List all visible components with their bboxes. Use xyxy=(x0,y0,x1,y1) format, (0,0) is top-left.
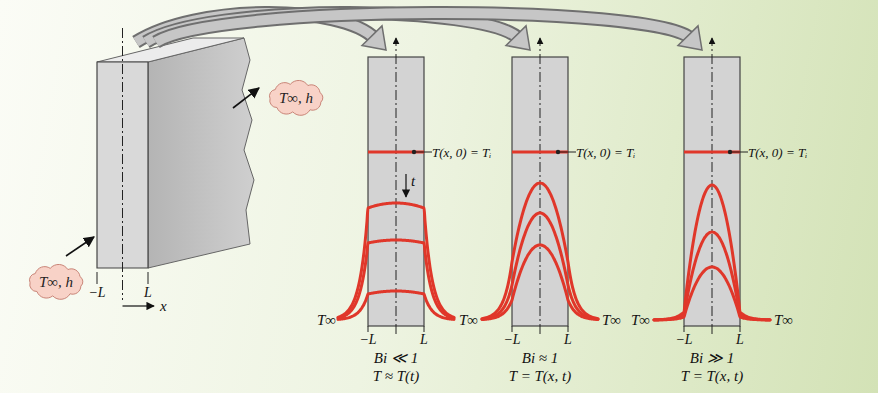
tick xyxy=(148,272,149,284)
profile-panel xyxy=(482,38,598,334)
tick xyxy=(424,326,425,332)
temperature-profile xyxy=(654,267,770,320)
x-axis-arrow xyxy=(123,305,155,306)
leader-dot xyxy=(556,150,560,154)
convection-arrow xyxy=(233,88,259,108)
tick xyxy=(512,326,513,332)
big-arrows xyxy=(136,13,702,50)
tick xyxy=(568,326,569,332)
profile-panels xyxy=(338,38,770,334)
label: T = T(x, t) xyxy=(681,369,743,384)
flow-arrow-head xyxy=(506,26,530,50)
label: −L xyxy=(503,333,520,347)
tick xyxy=(740,326,741,332)
initial-temperature-line xyxy=(684,151,740,154)
label: T(x, 0) = Tᵢ xyxy=(432,146,491,159)
label: L xyxy=(420,333,428,347)
label: L xyxy=(564,333,572,347)
leader-dot xyxy=(412,150,416,154)
temperature-profile xyxy=(482,183,598,319)
flow-arrow xyxy=(156,13,691,42)
label: L xyxy=(144,286,152,300)
label: T(x, 0) = Tᵢ xyxy=(576,146,635,159)
label: t xyxy=(411,174,415,189)
convection-arrow xyxy=(66,237,94,256)
time-arrow xyxy=(405,174,406,197)
leader-line xyxy=(730,152,748,153)
profile-panel xyxy=(654,38,770,334)
leader-line xyxy=(558,152,576,153)
label: Bi ≪ 1 xyxy=(374,351,418,366)
flow-arrow-outline xyxy=(156,13,691,42)
ambient-cloud: T∞, h xyxy=(263,77,329,119)
label: x xyxy=(160,299,167,314)
label: T∞ xyxy=(774,313,793,328)
temperature-profile xyxy=(482,213,598,319)
temperature-profile xyxy=(482,245,598,320)
label: −L xyxy=(359,333,376,347)
label: T∞ xyxy=(602,313,621,328)
leader-line xyxy=(414,152,432,153)
ambient-cloud: T∞, h xyxy=(23,261,89,303)
cloud-label: T∞, h xyxy=(279,91,313,106)
temperature-profile xyxy=(654,185,770,320)
label: T(x, 0) = Tᵢ xyxy=(748,146,807,159)
label: Bi ≈ 1 xyxy=(522,351,559,366)
temperature-axis xyxy=(540,38,541,334)
label: Bi ≫ 1 xyxy=(690,351,734,366)
tick xyxy=(368,326,369,332)
initial-temperature-line xyxy=(512,151,568,154)
profile-panel xyxy=(338,38,454,334)
label: T ≈ T(t) xyxy=(373,369,419,384)
tick xyxy=(97,272,98,284)
initial-temperature-line xyxy=(368,151,424,154)
slab-side-face xyxy=(148,38,254,268)
slab-centerline xyxy=(122,28,123,300)
leader-dot xyxy=(728,150,732,154)
cloud-label: T∞, h xyxy=(39,275,73,290)
label: −L xyxy=(88,286,105,300)
temperature-profile xyxy=(338,203,454,317)
label: L xyxy=(736,333,744,347)
label: T∞ xyxy=(459,313,478,328)
tick xyxy=(684,326,685,332)
cloud-outline xyxy=(269,80,322,115)
cloud-outline xyxy=(29,264,82,299)
flow-arrow-head xyxy=(362,26,386,50)
label: T∞ xyxy=(317,313,336,328)
label: −L xyxy=(675,333,692,347)
flow-arrow-head xyxy=(678,26,702,50)
label: T = T(x, t) xyxy=(509,369,571,384)
temperature-profile xyxy=(338,291,454,319)
slab-front-face xyxy=(97,62,148,268)
label: T∞ xyxy=(631,313,650,328)
temperature-profile xyxy=(338,240,454,318)
temperature-profile xyxy=(654,232,770,320)
